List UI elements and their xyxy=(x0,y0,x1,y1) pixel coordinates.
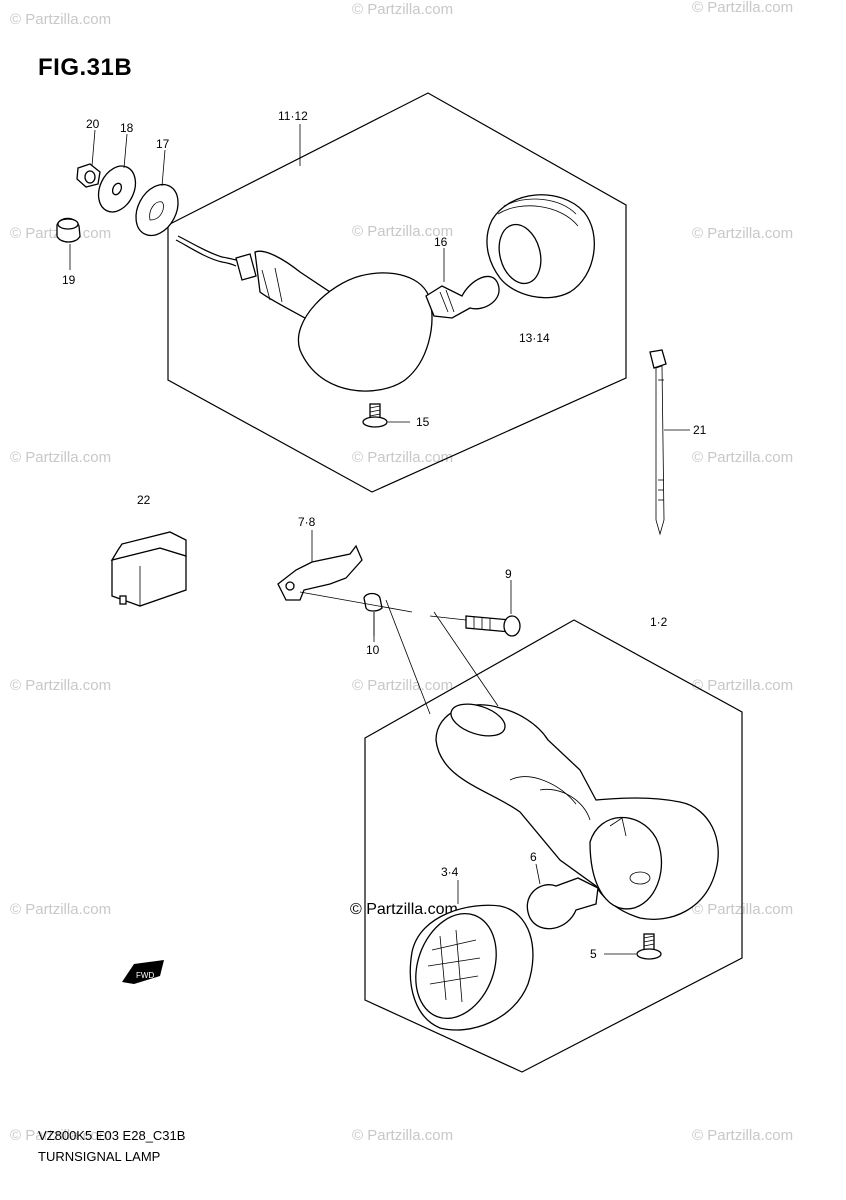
leader-line xyxy=(429,615,467,621)
callout-9: 9 xyxy=(505,567,512,581)
watermark: © Partzilla.com xyxy=(352,449,453,466)
leader-line xyxy=(385,599,431,715)
part-17-gasket[interactable] xyxy=(128,177,187,243)
callout-13-14: 13·14 xyxy=(519,331,550,345)
watermark: © Partzilla.com xyxy=(692,0,793,16)
lower-lamp-housing[interactable] xyxy=(435,698,719,920)
callout-20: 20 xyxy=(86,117,100,131)
watermark: © Partzilla.com xyxy=(10,11,111,28)
callout-11-12: 11·12 xyxy=(278,109,308,123)
figure-title: FIG.31B xyxy=(38,54,133,81)
part-18-washer[interactable] xyxy=(91,160,142,218)
callout-21: 21 xyxy=(693,423,707,437)
callout-7-8: 7·8 xyxy=(298,515,316,529)
part-16-bulb[interactable] xyxy=(425,248,500,319)
section-name: TURNSIGNAL LAMP xyxy=(38,1149,161,1164)
watermark: © Partzilla.com xyxy=(352,677,453,694)
watermark: © Partzilla.com xyxy=(692,677,793,694)
upper-assembly-box xyxy=(167,92,627,493)
part-22-relay[interactable] xyxy=(110,531,187,607)
callout-18: 18 xyxy=(120,121,134,135)
watermark: © Partzilla.com xyxy=(10,1127,111,1144)
callout-1-2: 1·2 xyxy=(650,615,668,629)
part-5-screw[interactable] xyxy=(604,933,662,960)
leader-line xyxy=(433,611,499,707)
watermark: © Partzilla.com xyxy=(692,225,793,242)
watermark: © Partzilla.com xyxy=(352,223,453,240)
lower-assembly-box xyxy=(364,619,743,1073)
callout-10: 10 xyxy=(366,643,380,657)
watermark: © Partzilla.com xyxy=(10,901,111,918)
watermark: © Partzilla.com xyxy=(10,449,111,466)
part-20-nut[interactable] xyxy=(76,163,101,188)
svg-text:FWD: FWD xyxy=(136,971,154,980)
callout-17: 17 xyxy=(156,137,170,151)
callout-3-4: 3·4 xyxy=(441,865,459,879)
leader-line xyxy=(299,591,413,613)
callout-22: 22 xyxy=(137,493,151,507)
part-6-bulb[interactable] xyxy=(526,863,599,930)
watermark: © Partzilla.com xyxy=(352,1,453,18)
part-7-8-bracket[interactable] xyxy=(277,530,363,601)
model-code: VZ800K5 E03 E28_C31B xyxy=(38,1128,186,1143)
callout-6: 6 xyxy=(530,850,537,864)
part-15-screw[interactable] xyxy=(362,403,410,428)
watermark-group: © Partzilla.com © Partzilla.com © Partzi… xyxy=(10,0,793,1144)
callout-5: 5 xyxy=(590,947,597,961)
part-9-bolt[interactable] xyxy=(465,580,521,637)
front-arrow-icon: FWD xyxy=(122,960,164,984)
watermark: © Partzilla.com xyxy=(352,1127,453,1144)
watermark: © Partzilla.com xyxy=(10,677,111,694)
callout-19: 19 xyxy=(62,273,76,287)
watermark-main: © Partzilla.com xyxy=(350,901,458,918)
part-19-cushion[interactable] xyxy=(56,217,81,243)
watermark: © Partzilla.com xyxy=(692,1127,793,1144)
callout-16: 16 xyxy=(434,235,448,249)
upper-lamp-wire xyxy=(175,239,237,267)
part-13-14-lens[interactable] xyxy=(486,194,595,299)
part-10-spacer[interactable] xyxy=(363,592,383,637)
part-21-cable-tie[interactable] xyxy=(649,349,690,536)
watermark: © Partzilla.com xyxy=(692,449,793,466)
part-3-4-lens[interactable] xyxy=(402,880,534,1031)
callout-15: 15 xyxy=(416,415,430,429)
